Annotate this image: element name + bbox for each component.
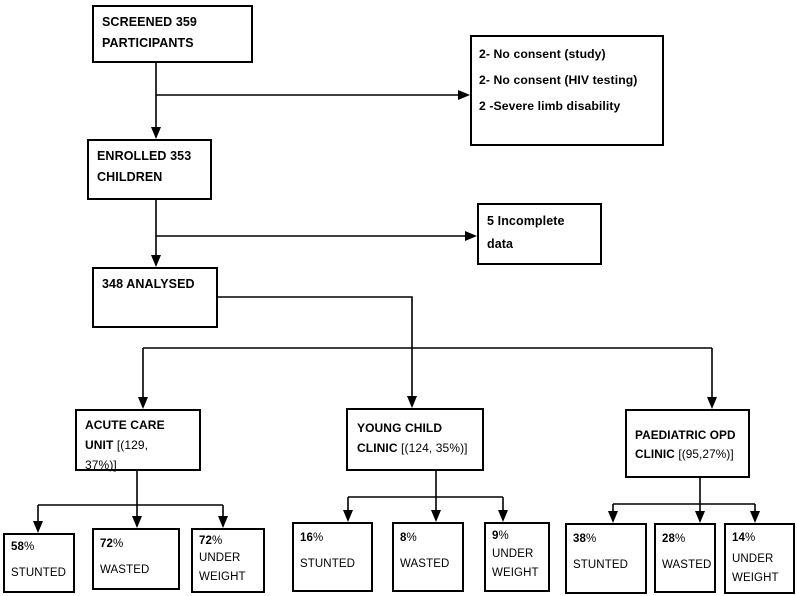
exclusion-item: 2 -Severe limb disability xyxy=(479,99,621,114)
percent-value: 38% xyxy=(573,533,597,545)
exclusions-box: 2- No consent (study) 2- No consent (HIV… xyxy=(470,35,664,146)
acute-wasted-box: 72% WASTED xyxy=(92,528,180,590)
clinic-title: ACUTE CARE UNIT xyxy=(85,418,165,452)
arrow-analysed-to-young-child xyxy=(218,296,417,408)
clinic-detail: [(129, 37%)] xyxy=(85,437,149,472)
screened-box: SCREENED 359 PARTICIPANTS xyxy=(92,5,253,63)
indicator-label: UNDER WEIGHT xyxy=(732,553,779,584)
indicator-label: WASTED xyxy=(662,559,712,571)
indicator-label: WASTED xyxy=(100,564,150,576)
exclusion-item: 2- No consent (HIV testing) xyxy=(479,73,638,88)
exclusion-item: 2- No consent (study) xyxy=(479,47,606,61)
percent-value: 72% xyxy=(199,535,223,547)
percent-value: 72% xyxy=(100,538,124,550)
young-underweight-box: 9% UNDER WEIGHT xyxy=(484,522,550,592)
percent-value: 8% xyxy=(400,532,417,544)
clinic-detail: [(124, 35%)] xyxy=(401,440,468,455)
percent-value: 28% xyxy=(662,533,686,545)
paed-stunted-box: 38% STUNTED xyxy=(565,523,647,594)
acute-care-unit-box: ACUTE CARE UNIT [(129, 37%)] xyxy=(75,409,201,472)
indicator-label: UNDER WEIGHT xyxy=(199,552,246,583)
indicator-label: STUNTED xyxy=(11,567,67,579)
clinic-title: PAEDIATRIC OPD CLINIC xyxy=(635,428,736,462)
analysed-box: 348 ANALYSED xyxy=(92,267,218,328)
young-child-clinic-box: YOUNG CHILD CLINIC [(124, 35%)] xyxy=(346,408,484,471)
percent-value: 16% xyxy=(300,532,324,544)
clinic-detail: [(95,27%)] xyxy=(678,447,734,462)
paed-wasted-box: 28% WASTED xyxy=(654,523,716,593)
percent-value: 58% xyxy=(11,541,35,553)
clinic-title: YOUNG CHILD CLINIC xyxy=(357,421,443,455)
paediatric-opd-clinic-box: PAEDIATRIC OPD CLINIC [(95,27%)] xyxy=(625,409,750,478)
indicator-label: UNDER WEIGHT xyxy=(492,548,539,579)
indicator-label: STUNTED xyxy=(573,559,629,571)
indicator-label: STUNTED xyxy=(300,558,356,570)
young-wasted-box: 8% WASTED xyxy=(392,522,464,592)
acute-stunted-box: 58% STUNTED xyxy=(3,533,75,593)
incomplete-data-box: 5 Incomplete data xyxy=(477,203,602,265)
indicator-label: WASTED xyxy=(400,558,450,570)
young-stunted-box: 16% STUNTED xyxy=(292,522,373,592)
acute-underweight-box: 72% UNDER WEIGHT xyxy=(191,528,265,593)
percent-value: 14% xyxy=(732,532,756,544)
percent-value: 9% xyxy=(492,530,509,542)
enrolled-box: ENROLLED 353 CHILDREN xyxy=(87,139,212,200)
paed-underweight-box: 14% UNDER WEIGHT xyxy=(724,523,795,594)
